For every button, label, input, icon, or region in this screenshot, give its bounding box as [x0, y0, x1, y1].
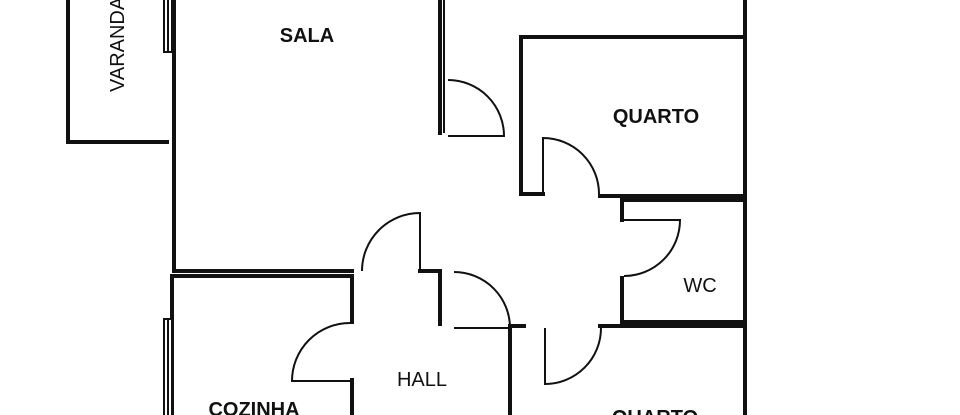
cozinha-room: COZINHA — [163, 274, 354, 415]
quarto-bottom-label: QUARTO — [612, 407, 698, 415]
door-corridor-upper — [447, 79, 506, 137]
hall-label: HALL — [397, 369, 447, 391]
varanda-room: VARANDA — [66, 0, 173, 144]
quarto-top-room: QUARTO — [519, 0, 747, 198]
wc-label: WC — [683, 275, 716, 297]
cozinha-label: COZINHA — [208, 399, 299, 415]
varanda-label: VARANDA — [107, 0, 129, 92]
quarto-top-label: QUARTO — [613, 106, 699, 128]
door-wc — [623, 219, 682, 277]
sala-label: SALA — [280, 25, 334, 47]
quarto-bottom-room: QUARTO — [508, 324, 747, 415]
door-sala-hall — [361, 211, 421, 272]
door-quarto-bottom — [544, 327, 602, 386]
door-quarto-top — [542, 136, 600, 195]
sala-room: SALA — [172, 0, 445, 326]
door-cozinha — [290, 322, 351, 382]
wc-room: WC — [620, 198, 747, 324]
door-hall-middle — [453, 271, 512, 329]
